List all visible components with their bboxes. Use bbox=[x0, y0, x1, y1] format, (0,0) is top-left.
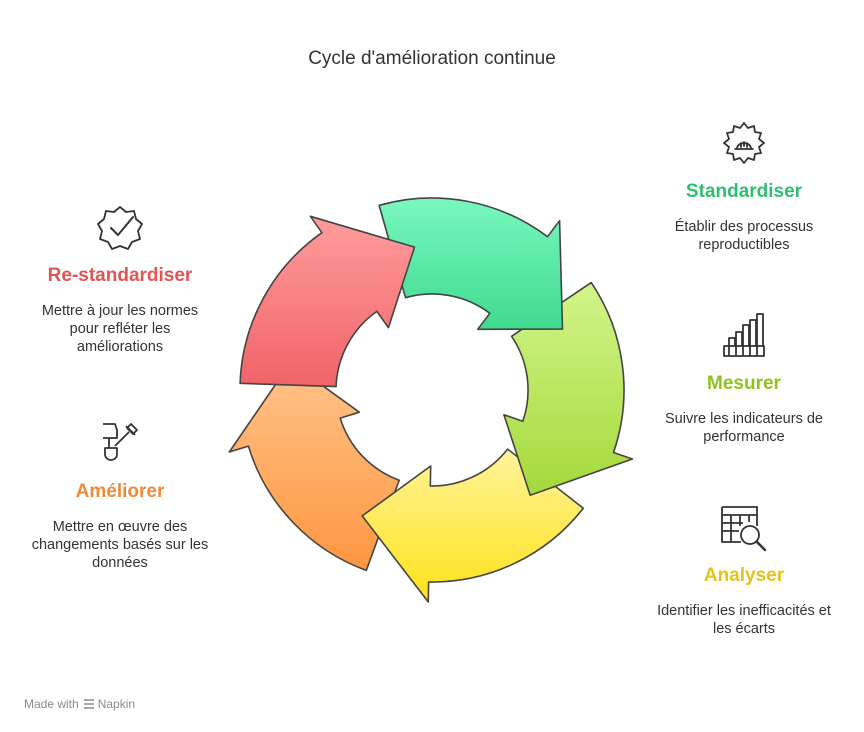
step-heading: Améliorer bbox=[75, 481, 165, 502]
step-analyser: Analyser Identifier les inefficacités et… bbox=[654, 504, 834, 638]
step-description: Mettre en œuvre des changements basés su… bbox=[31, 519, 209, 571]
step-description: Établir des processus reproductibles bbox=[674, 219, 814, 253]
diagram-title: Cycle d'amélioration continue bbox=[308, 48, 556, 69]
step-re-standardiser: Re-standardiser Mettre à jour les normes… bbox=[30, 204, 210, 356]
arrow-re-standardiser bbox=[239, 215, 416, 388]
tools-icon bbox=[103, 423, 138, 461]
badge-check-icon bbox=[97, 206, 143, 250]
napkin-label: Napkin bbox=[97, 697, 136, 711]
made-with-label: Made with bbox=[24, 697, 79, 711]
step-heading: Analyser bbox=[703, 565, 785, 586]
bar-chart-icon bbox=[723, 313, 765, 357]
napkin-logo-icon bbox=[83, 699, 94, 709]
step-mesurer: Mesurer Suivre les indicateurs de perfor… bbox=[654, 312, 834, 446]
step-heading: Re-standardiser bbox=[47, 265, 193, 286]
step-description: Mettre à jour les normes pour refléter l… bbox=[41, 303, 199, 355]
napkin-brand: Napkin bbox=[83, 697, 135, 711]
step-description: Identifier les inefficacités et les écar… bbox=[657, 603, 831, 637]
step-heading: Standardiser bbox=[685, 181, 803, 202]
arrow-mesurer bbox=[503, 281, 634, 497]
footer: Made with Napkin bbox=[24, 697, 135, 711]
step-description: Suivre les indicateurs de performance bbox=[665, 411, 823, 445]
arrow-standardiser bbox=[378, 197, 564, 331]
arrow-ameliorer bbox=[228, 361, 400, 572]
step-standardiser: Standardiser Établir des processus repro… bbox=[654, 120, 834, 254]
step-heading: Mesurer bbox=[707, 373, 781, 394]
gear-hardhat-icon bbox=[723, 122, 765, 164]
step-ameliorer: Améliorer Mettre en œuvre des changement… bbox=[30, 420, 210, 572]
table-magnifier-icon bbox=[721, 506, 767, 552]
